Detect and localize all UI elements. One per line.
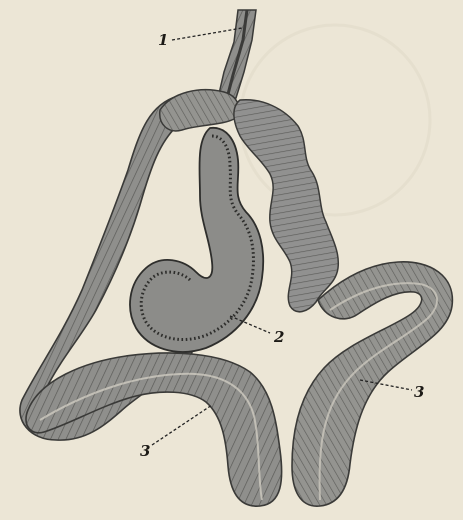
callout-label-1: 1	[158, 31, 168, 49]
callout-label-3b: 3	[414, 383, 424, 401]
callout-label-3a: 3	[140, 442, 150, 460]
callout-label-2: 2	[273, 328, 284, 346]
